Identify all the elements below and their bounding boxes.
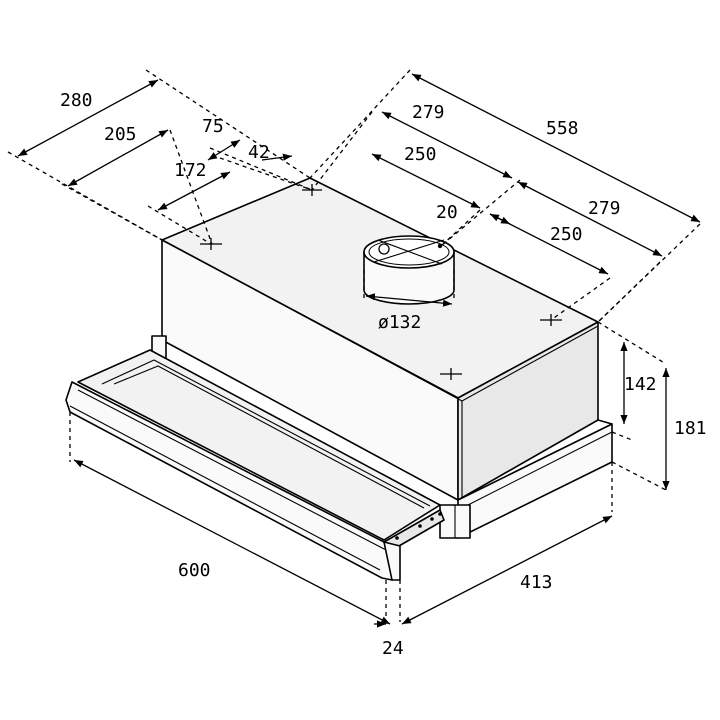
dim-line-250-top bbox=[371, 153, 481, 209]
dim-line-413 bbox=[401, 515, 613, 625]
dim-label-558: 558 bbox=[546, 118, 579, 139]
exhaust-collar bbox=[363, 235, 455, 305]
dim-label-250-right: 250 bbox=[550, 224, 583, 245]
dim-label-172: 172 bbox=[174, 160, 207, 181]
dim-line-42 bbox=[261, 153, 293, 161]
damper-pivot bbox=[378, 243, 390, 255]
dim-label-181: 181 bbox=[674, 418, 707, 439]
dim-line-279-right bbox=[517, 181, 663, 257]
visor-screw-1 bbox=[395, 536, 399, 540]
base-inner-line bbox=[461, 431, 613, 509]
dim-label-142: 142 bbox=[624, 374, 657, 395]
dim-line-172 bbox=[157, 171, 231, 211]
visor-screw-2 bbox=[418, 524, 422, 528]
dim-label-600: 600 bbox=[178, 560, 211, 581]
dim-line-250-right bbox=[489, 213, 609, 275]
dim-line-280 bbox=[17, 79, 159, 157]
damper-pin bbox=[437, 243, 443, 249]
extension-lines bbox=[7, 69, 701, 622]
dim-label-279-right: 279 bbox=[588, 198, 621, 219]
dim-label-20: 20 bbox=[436, 202, 458, 223]
dim-label-280: 280 bbox=[60, 90, 93, 111]
base-top-edge bbox=[597, 419, 613, 425]
damper-line-2 bbox=[373, 239, 445, 263]
dim-line-75 bbox=[207, 139, 241, 161]
visor-tray-inner-1 bbox=[101, 359, 431, 507]
dim-label-205: 205 bbox=[104, 124, 137, 145]
visor-screw-4 bbox=[438, 512, 442, 516]
collar-inner-rim bbox=[368, 238, 450, 266]
dim-label-250-top: 250 bbox=[404, 144, 437, 165]
dim-line-279-top bbox=[381, 111, 513, 179]
dim-line-558 bbox=[411, 73, 701, 223]
dim-label-42: 42 bbox=[248, 142, 270, 163]
dim-line-205 bbox=[67, 129, 169, 187]
dim-line-600 bbox=[73, 459, 391, 625]
dim-line-132 bbox=[365, 293, 453, 307]
damper-line-1 bbox=[377, 239, 443, 265]
dim-label-413: 413 bbox=[520, 572, 553, 593]
mount-mark-front bbox=[440, 368, 462, 380]
visor-screw-3 bbox=[430, 517, 434, 521]
dim-label-132: ø132 bbox=[378, 312, 421, 333]
dim-label-279-top: 279 bbox=[412, 102, 445, 123]
dimension-lines bbox=[17, 73, 701, 628]
dim-label-24: 24 bbox=[382, 638, 404, 659]
dim-label-75: 75 bbox=[202, 116, 224, 137]
dimension-labels: 280 205 75 42 172 279 558 250 20 279 250… bbox=[60, 90, 707, 659]
